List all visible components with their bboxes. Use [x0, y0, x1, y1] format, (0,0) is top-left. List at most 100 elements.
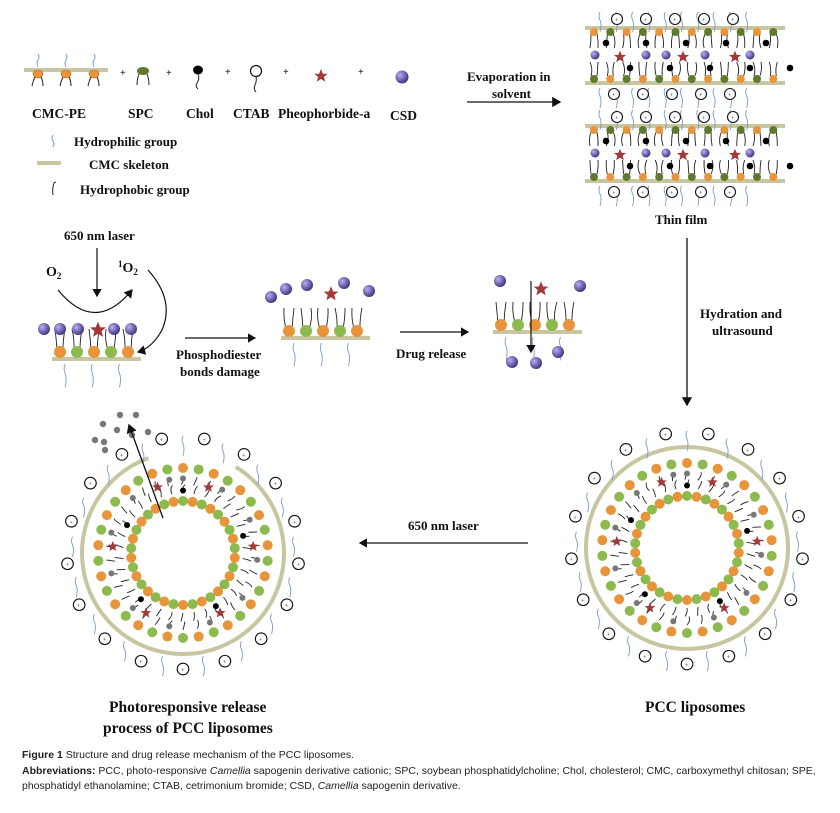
lipid-head [737, 173, 745, 181]
lipid-head [254, 586, 264, 596]
hydrophobic-tail [768, 160, 770, 174]
lipid-head [651, 622, 661, 632]
pheophorbide-star [677, 51, 689, 62]
hydrophobic-tail [618, 514, 625, 520]
csd-molecule [166, 477, 172, 483]
pcc-liposome: +++++++++++++++++ [566, 428, 809, 671]
hydrophobic-tail [741, 575, 748, 581]
hydrophilic-group [579, 572, 581, 592]
chol-head [707, 163, 714, 170]
csd-sphere [280, 283, 292, 295]
lipid-head [178, 633, 188, 643]
membrane-damaged [265, 277, 375, 366]
lipid-head [637, 471, 647, 481]
lipid-head [246, 497, 256, 507]
hydrophobic-tail [631, 584, 639, 588]
diagram-canvas: + + + + + CMC-PE SPC Chol CTAB Pheophorb… [0, 0, 840, 740]
lipid-head [606, 505, 616, 515]
hydrophilic-group [746, 88, 748, 108]
lipid-head [263, 556, 273, 566]
hydrophobic-tail [215, 496, 221, 502]
abbr-text: sapogenin derivative. [359, 780, 461, 792]
hydrophobic-tail [243, 559, 251, 562]
pheophorbide-star [752, 536, 763, 546]
plus-sign: + [225, 67, 231, 78]
lipid-head [701, 591, 711, 601]
lipid-head [651, 464, 661, 474]
csd-sphere [552, 346, 564, 358]
hydrophilic-group [75, 577, 77, 597]
singlet-oxygen-arrow [138, 270, 166, 352]
hydrophobic-tail [241, 569, 249, 573]
chol-head [684, 483, 690, 489]
lipid-head [764, 566, 774, 576]
hydrophilic-group [320, 343, 322, 366]
lipid-head [194, 464, 204, 474]
lipid-head [750, 594, 760, 604]
hydrophobic-tail [237, 580, 244, 586]
hydrophobic-tail [122, 596, 130, 600]
csd-sphere [701, 51, 710, 60]
hydrophobic-tail [744, 62, 745, 76]
lipid-head [623, 126, 631, 134]
lipid-head [188, 497, 198, 507]
hydrophobic-tail [727, 592, 731, 600]
hydrophobic-tail [737, 160, 738, 174]
pheophorbide-star [611, 536, 622, 546]
hydrophobic-tail [735, 584, 741, 591]
hydrophobic-tail [654, 132, 656, 146]
released-molecule [114, 427, 120, 433]
hydrophobic-tail [720, 160, 722, 174]
hydrophobic-tail [662, 132, 664, 146]
hydrophobic-tail [171, 485, 173, 494]
csd-molecule [751, 512, 757, 518]
lipid-head [246, 599, 256, 609]
hydrophobic-tail [613, 62, 614, 76]
csd-sphere [574, 280, 586, 292]
hydrophobic-tail [737, 34, 738, 48]
lipid-head [688, 126, 696, 134]
lipid-head [205, 592, 215, 602]
ctab-charge: + [643, 655, 647, 661]
hydrophilic-group [91, 364, 93, 387]
chol-head [180, 488, 186, 494]
hydrophobic-tail [646, 62, 647, 76]
hydrophobic-tail [168, 612, 172, 620]
figure-text: Structure and drug release mechanism of … [66, 749, 354, 761]
hydrophobic-tail [711, 34, 712, 48]
hydrophobic-tail [343, 308, 345, 329]
lipid-head [597, 535, 607, 545]
hydrophobic-tail [623, 160, 624, 174]
hydrophobic-tail [194, 477, 198, 485]
lipid-head [54, 346, 66, 358]
hydration-label-2: ultrasound [712, 323, 773, 338]
ctab-icon [251, 66, 262, 93]
lipid-head [606, 28, 614, 36]
lipid-head [159, 596, 169, 606]
csd-molecule [166, 623, 172, 629]
hydrophobic-tail [130, 510, 136, 517]
hydrophobic-tail [645, 160, 647, 174]
hydrophobic-tail [237, 524, 246, 526]
hydrophobic-tail [634, 505, 640, 512]
lipid-head [121, 611, 131, 621]
hydrophobic-tail [590, 34, 591, 48]
chol-head [707, 65, 714, 72]
hydrophobic-tail [625, 575, 634, 577]
hydrophobic-tail [538, 302, 540, 323]
lipid-head [767, 551, 777, 561]
hydrophobic-tail [720, 132, 722, 146]
hydrophobic-tail [760, 132, 761, 146]
spc-icon [137, 67, 149, 85]
chol-head [723, 40, 730, 47]
pheophorbide-star [729, 149, 741, 160]
hydrophilic-group [666, 651, 668, 671]
ctab-charge: + [139, 660, 143, 666]
csd-sphere [642, 51, 651, 60]
lipid-head [625, 606, 635, 616]
lipid-head [590, 28, 598, 36]
pheophorbide-star [645, 602, 656, 612]
csd-sphere [591, 149, 600, 158]
hydrophobic-tail [619, 552, 628, 553]
chol-head [683, 40, 690, 47]
